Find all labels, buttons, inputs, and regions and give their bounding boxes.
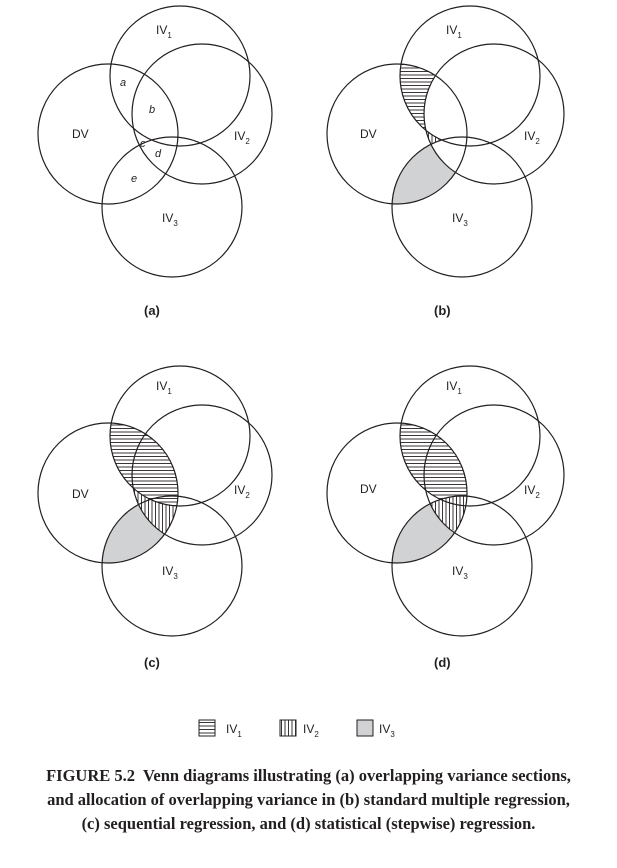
iv3-label: IV3 [162,211,178,228]
iv3-circle [101,136,243,278]
caption-text: Venn diagrams illustrating (a) overlappi… [47,766,571,833]
region-d-label: d [155,148,162,160]
region-b-label: b [149,104,155,116]
panel-c: DV IV1 IV2 IV3 (c) [37,365,273,670]
dv-circle [326,422,468,564]
horizontal-lines-swatch [198,719,216,737]
panel-d-label: (d) [434,655,451,670]
legend-iv1-label: IV1 [226,722,242,739]
dv-label: DV [360,482,377,496]
panel-b: DV IV1 IV2 IV3 (b) [326,5,565,318]
dv-circle [326,63,468,205]
iv3-circle [391,136,533,278]
iv1-label: IV1 [156,23,172,40]
iv1-label: IV1 [446,23,462,40]
iv3-circle [391,495,533,637]
legend-item-iv3: IV3 [356,719,395,739]
iv2-circle [131,43,273,185]
iv1-circle [109,365,251,507]
iv3-circle [101,495,243,637]
legend-item-iv2: IV2 [279,719,319,739]
figure-number: FIGURE 5.2 [46,766,135,785]
dv-label: DV [72,487,89,501]
panel-a: DV IV1 IV2 IV3 a b c d e (a) [37,5,273,318]
iv2-label: IV2 [524,129,540,146]
panel-b-label: (b) [434,303,451,318]
legend-iv2-label: IV2 [303,722,319,739]
region-c-label: c [140,138,146,150]
dv-label: DV [360,127,377,141]
legend-item-iv1: IV1 [198,719,242,739]
iv1-label: IV1 [446,379,462,396]
legend: IV1 IV2 IV3 [198,719,395,739]
dv-circle [37,422,179,564]
iv1-circle [109,5,251,147]
panel-a-label: (a) [144,303,160,318]
iv3-label: IV3 [452,211,468,228]
dv-label: DV [72,127,89,141]
vertical-lines-swatch [279,719,297,737]
iv3-label: IV3 [452,564,468,581]
region-a-label: a [120,77,126,89]
region-e-label: e [131,173,137,185]
iv2-label: IV2 [234,129,250,146]
dv-circle [37,63,179,205]
legend-iv3-label: IV3 [379,722,395,739]
iv1-label: IV1 [156,379,172,396]
venn-figure: DV IV1 IV2 IV3 a b c d e (a) [37,5,565,739]
iv2-circle [423,404,565,546]
iv1-circle [399,5,541,147]
panel-c-label: (c) [144,655,160,670]
iv2-circle [423,43,565,185]
iv2-circle [131,404,273,546]
iv3-label: IV3 [162,564,178,581]
iv2-label: IV2 [234,483,250,500]
gray-fill-swatch [356,719,374,737]
iv2-label: IV2 [524,483,540,500]
panel-d: DV IV1 IV2 IV3 (d) [326,365,565,670]
iv1-circle [399,365,541,507]
